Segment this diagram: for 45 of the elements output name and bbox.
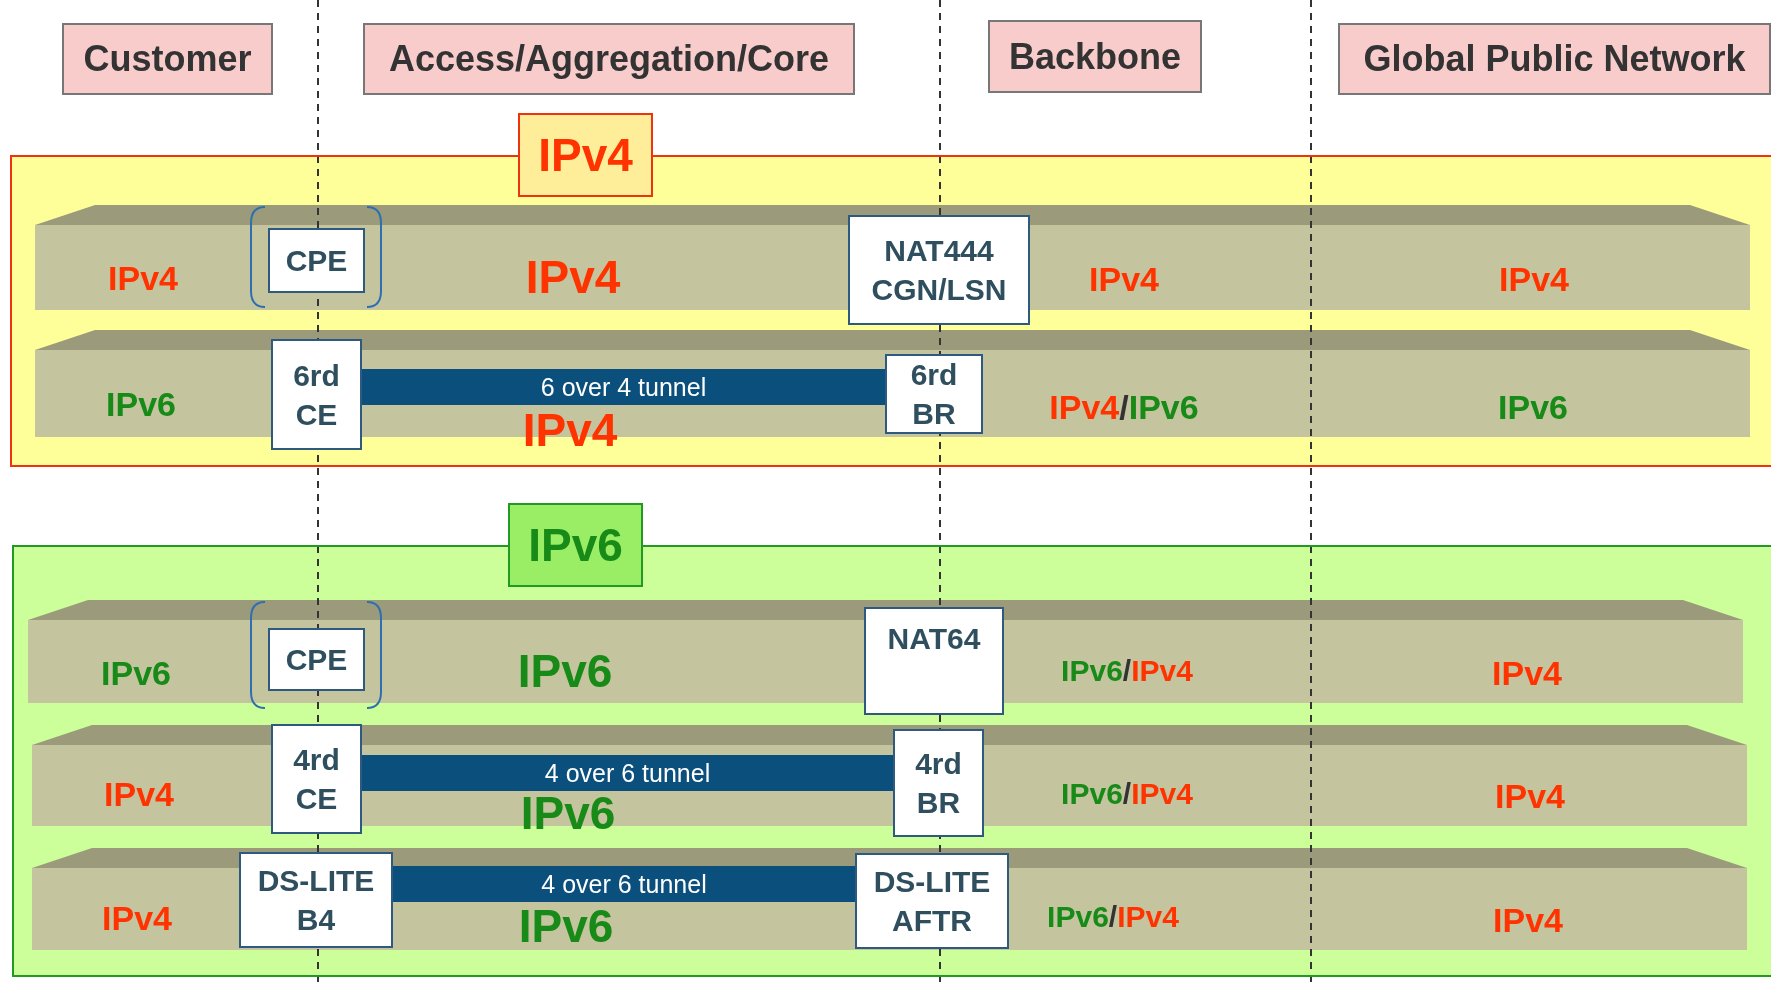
protocol-label: IPv4 bbox=[108, 258, 178, 298]
tunnel-bar: 4 over 6 tunnel bbox=[362, 755, 893, 791]
protocol-label: IPv4 bbox=[102, 898, 172, 938]
region-panel bbox=[12, 503, 1771, 977]
region-panel bbox=[10, 113, 1771, 467]
protocol-label: IPv6 bbox=[517, 644, 613, 698]
protocol-layer-bar bbox=[28, 600, 1743, 718]
protocol-label: IPv6 bbox=[101, 653, 171, 693]
column-header: Backbone bbox=[988, 20, 1202, 93]
protocol-label: IPv6 bbox=[1498, 387, 1568, 427]
protocol-layer-bar bbox=[32, 848, 1747, 950]
protocol-label: IPv4 bbox=[1495, 776, 1565, 816]
protocol-label: IPv6/IPv4 bbox=[1061, 654, 1193, 688]
device-box: 6rd BR bbox=[885, 354, 983, 434]
device-box: CPE bbox=[268, 228, 365, 293]
protocol-label: IPv6 bbox=[106, 384, 176, 424]
protocol-label: IPv4 bbox=[104, 774, 174, 814]
protocol-label: IPv4 bbox=[525, 250, 621, 304]
protocol-label: IPv6 bbox=[518, 899, 614, 953]
protocol-layer-bar bbox=[35, 330, 1750, 452]
device-box: NAT64 bbox=[864, 607, 1004, 715]
protocol-layer-bar bbox=[35, 205, 1750, 327]
protocol-label: IPv4 bbox=[1499, 259, 1569, 299]
protocol-label: IPv4 bbox=[1492, 653, 1562, 693]
protocol-label: IPv6/IPv4 bbox=[1047, 900, 1179, 934]
device-box: DS-LITE B4 bbox=[239, 852, 393, 948]
protocol-label: IPv4 bbox=[522, 403, 618, 457]
tunnel-bar: 4 over 6 tunnel bbox=[393, 866, 855, 902]
column-header: Access/Aggregation/Core bbox=[363, 23, 855, 95]
protocol-label: IPv4 bbox=[1089, 259, 1159, 299]
protocol-label: IPv4 bbox=[1493, 900, 1563, 940]
column-header: Customer bbox=[62, 23, 273, 95]
region-title: IPv6 bbox=[508, 503, 643, 587]
device-box: DS-LITE AFTR bbox=[855, 853, 1009, 949]
region-title: IPv4 bbox=[518, 113, 653, 197]
device-box: NAT444 CGN/LSN bbox=[848, 215, 1030, 325]
device-box: 6rd CE bbox=[271, 339, 362, 450]
column-header: Global Public Network bbox=[1338, 23, 1771, 95]
protocol-label: IPv6/IPv4 bbox=[1061, 777, 1193, 811]
device-box: CPE bbox=[268, 628, 365, 691]
protocol-layer-bar bbox=[32, 722, 1747, 837]
device-box: 4rd BR bbox=[893, 729, 984, 837]
protocol-label: IPv4/IPv6 bbox=[1049, 387, 1199, 427]
device-box: 4rd CE bbox=[271, 724, 362, 834]
tunnel-bar: 6 over 4 tunnel bbox=[362, 369, 885, 405]
